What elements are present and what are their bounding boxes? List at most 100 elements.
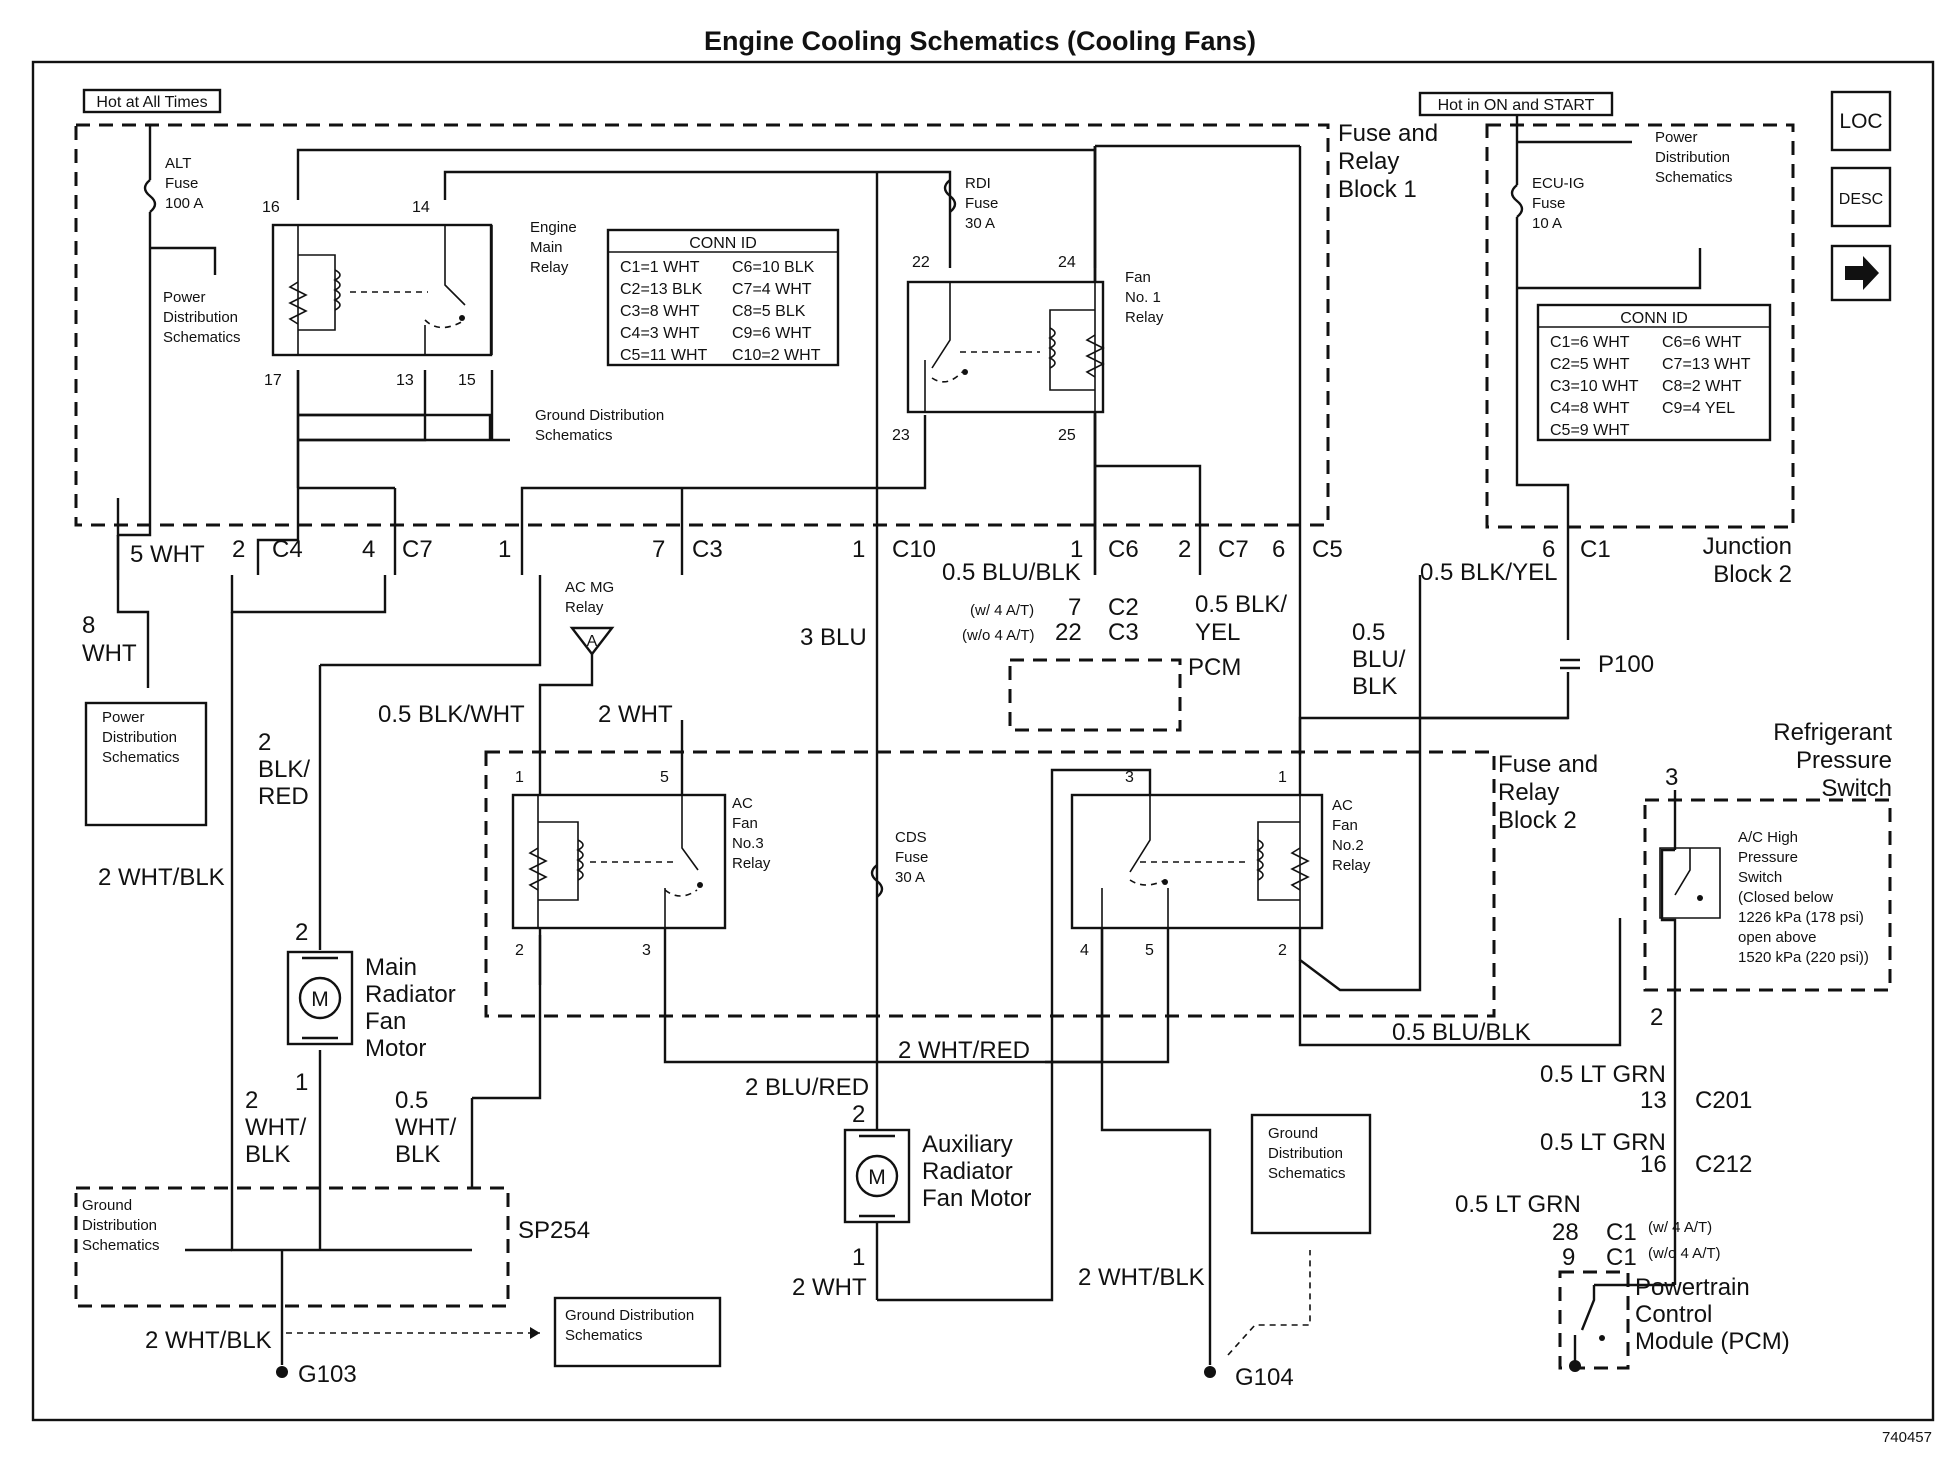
wire-05blkyel: 0.5 BLK/YEL [1195, 591, 1287, 646]
c10-label: C10 [892, 536, 936, 563]
loc-button[interactable]: LOC [1830, 90, 1892, 152]
c5-label: C5 [1312, 536, 1343, 563]
wire-2whtblk-g: 2 WHT/BLK [145, 1327, 272, 1354]
next-arrow-button[interactable] [1830, 244, 1892, 302]
c1-label: C1 [1580, 536, 1611, 563]
refrig-outline [1643, 798, 1892, 992]
aux-motor-pin-1: 1 [852, 1244, 865, 1271]
wire-05blublk: 0.5 BLU/BLK [942, 559, 1081, 586]
pin-23: 23 [892, 427, 910, 444]
c212-pin: 16 [1640, 1151, 1667, 1178]
conn1-l4: C5=11 WHT [620, 347, 708, 364]
p100-label: P100 [1598, 651, 1654, 678]
pin-r2-2: 2 [1278, 942, 1287, 959]
conn2-l1: C2=5 WHT [1550, 356, 1630, 373]
refrig-wiring [1420, 716, 1721, 1362]
hot-on-start-label: Hot in ON and START [1438, 97, 1595, 114]
pin-labels: 16 14 17 13 15 22 24 23 25 1 5 2 3 3 1 4… [262, 199, 1287, 959]
pin-r2-1: 1 [1278, 769, 1287, 786]
c4-label: C4 [272, 536, 303, 563]
c5-pin: 6 [1272, 536, 1285, 563]
note-w4at: (w/ 4 A/T) [970, 602, 1034, 619]
ground-g103 [276, 1355, 288, 1378]
aux-fan-motor: M [843, 1120, 911, 1300]
frb2-wiring [538, 575, 1622, 1335]
c6-label: C6 [1108, 536, 1139, 563]
hot-always-label: Hot at All Times [96, 94, 207, 111]
wire-2whtblk-b: 2 WHT/BLK [1078, 1264, 1205, 1291]
main-motor-pin-2: 2 [295, 919, 308, 946]
desc-button[interactable]: DESC [1830, 166, 1892, 228]
ac-fan2-relay [1070, 793, 1324, 930]
conn1-l2: C3=8 WHT [620, 303, 700, 320]
wire-ltgrn-2: 0.5 LT GRN [1540, 1129, 1666, 1156]
conn1-l0: C1=1 WHT [620, 259, 700, 276]
jb2-outline [1485, 123, 1795, 529]
conn2-l2: C3=10 WHT [1550, 378, 1639, 395]
sw-pin-3: 3 [1665, 764, 1678, 791]
pcm-box-outline [1008, 658, 1182, 732]
c7-label: C7 [402, 536, 433, 563]
pin-r2-3: 3 [1125, 769, 1134, 786]
note-c1b: (w/o 4 A/T) [1648, 1245, 1721, 1262]
wire-ltgrn-3: 0.5 LT GRN [1455, 1191, 1581, 1218]
conn-id-table-1: CONN ID C1=1 WHT C2=13 BLK C3=8 WHT C4=3… [606, 228, 840, 367]
pcm-pin-9: 9 [1562, 1244, 1575, 1271]
g104-label: G104 [1235, 1364, 1294, 1391]
wire-5wht: 5 WHT [130, 541, 205, 568]
wire-05blublk2: 0.5 BLU/BLK [1392, 1019, 1531, 1046]
c2-label: C2 [1108, 594, 1139, 621]
conn2-l4: C5=9 WHT [1550, 422, 1630, 439]
pin-16: 16 [262, 199, 280, 216]
conn1-l1: C2=13 BLK [620, 281, 703, 298]
c1-pin: 6 [1542, 536, 1555, 563]
diagram-title: Engine Cooling Schematics (Cooling Fans) [704, 26, 1256, 56]
ac-mg-connector: A [538, 626, 615, 720]
fan1-relay [906, 280, 1105, 414]
gnd-ref-box-right [1250, 1113, 1372, 1235]
c3-label: C3 [692, 536, 723, 563]
wire-2blured: 2 BLU/RED [745, 1074, 869, 1101]
c3b-label: C3 [1108, 619, 1139, 646]
ac-fan3-relay [511, 793, 727, 930]
conn1-r2: C8=5 BLK [732, 303, 806, 320]
pcm-pin-7: 7 [1068, 594, 1081, 621]
conn2-r1: C7=13 WHT [1662, 356, 1751, 373]
c1b-label: C1 [1606, 1244, 1637, 1271]
outer-frame [31, 60, 1935, 1422]
wire-3blu: 3 BLU [800, 624, 867, 651]
c6-pin: 1 [1070, 536, 1083, 563]
note-c1a: (w/ 4 A/T) [1648, 1219, 1712, 1236]
aux-motor-m: M [868, 1166, 886, 1189]
conn2-l0: C1=6 WHT [1550, 334, 1630, 351]
conn2-l3: C4=8 WHT [1550, 400, 1630, 417]
p100-connector [1560, 658, 1580, 670]
pwr-ref-box [84, 701, 208, 827]
wire-2whtblk-l: 2 WHT/BLK [98, 864, 225, 891]
gnd-ref-box-bottom [286, 1296, 722, 1368]
pin-22: 22 [912, 254, 930, 271]
frb1-outline [74, 123, 1330, 527]
c4-pin: 2 [232, 536, 245, 563]
pin-24: 24 [1058, 254, 1076, 271]
